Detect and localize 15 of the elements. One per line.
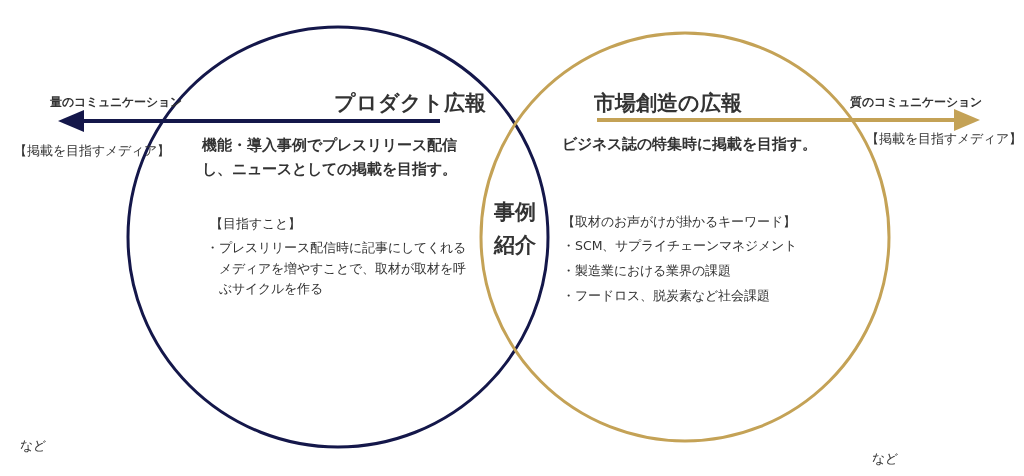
list-heading: 【掲載を目指すメディア】 — [866, 130, 1022, 148]
overlap-label: 事例紹介 — [493, 196, 537, 262]
bullet-text: ・SCM、サプライチェーンマネジメント — [562, 237, 799, 255]
bullet-text: ・製造業における業界の課題 — [562, 262, 732, 280]
circle-title: プロダクト広報 — [333, 90, 486, 117]
bullet-text: ・フードロス、脱炭素など社会課題 — [562, 287, 771, 305]
circle-title: 市場創造の広報 — [594, 90, 743, 117]
note-text: など — [20, 437, 46, 455]
section-heading: 【目指すこと】 — [210, 215, 302, 233]
note-text: など — [872, 450, 898, 468]
circle-subtitle: 機能・導入事例でプレスリリース配信し、ニュースとしての掲載を目指す。 — [202, 136, 458, 179]
section-heading: 【取材のお声がけが掛かるキーワード】 — [562, 213, 797, 231]
bullet-text: ・プレスリリース配信時に記事にしてくれるメディアを増やすことで、取材が取材を呼ぶサイクルを作る — [206, 239, 467, 299]
axis-label: 質のコミュニケーション — [850, 94, 982, 111]
circle-subtitle: ビジネス誌の特集時に掲載を目指す。 — [562, 135, 818, 154]
